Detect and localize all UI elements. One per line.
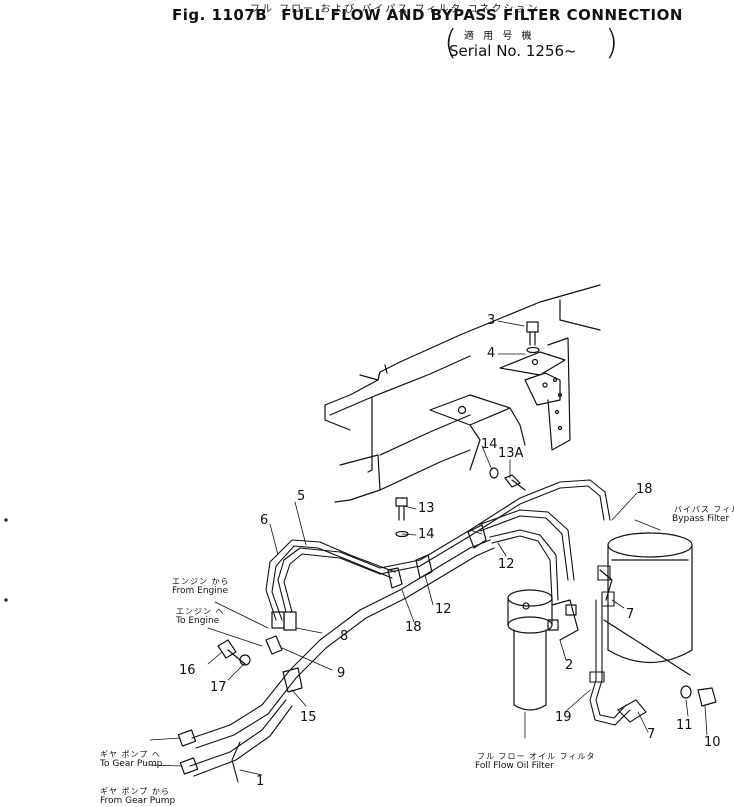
caption-to-engine-jp: エンジン へ — [176, 607, 225, 616]
callout-18-upper: 18 — [636, 482, 653, 497]
caption-from-engine-jp: エンジン から — [172, 577, 230, 586]
header-cut-text: フル フロー および バイパス フィルタ コネクション — [250, 4, 540, 15]
clamp-15 — [282, 667, 303, 693]
callout-9: 9 — [337, 666, 346, 681]
caption-from-gear-pump-jp: ギヤ ポンプ から — [100, 787, 170, 796]
caption-from-gear-pump: From Gear Pump — [100, 796, 176, 806]
callout-12-left: 12 — [435, 602, 452, 617]
callout-11: 11 — [676, 718, 693, 733]
margin-dot — [4, 598, 8, 602]
bypass-line-19 — [589, 565, 647, 726]
caption-to-gear-pump: To Gear Pump — [100, 759, 163, 769]
clamp-12 — [387, 524, 487, 589]
gear-pump-fittings — [177, 729, 199, 775]
callout-7-lower: 7 — [647, 727, 656, 742]
callout-7-upper: 7 — [626, 607, 635, 622]
caption-to-engine: To Engine — [176, 616, 220, 626]
callout-6: 6 — [260, 513, 269, 528]
caption-from-engine: From Engine — [172, 586, 229, 596]
bolt-10 — [680, 685, 717, 707]
serial-paren-left: ( — [444, 23, 458, 63]
caption-bypass-filter: Bypass Filter — [672, 514, 730, 524]
serial-paren-right: ) — [605, 23, 619, 63]
serial-japanese: 適 用 号 機 — [464, 31, 535, 42]
bypass-filter — [599, 532, 693, 676]
caption-full-flow-filter-jp: フル フロー オイル フィルタ — [477, 752, 596, 761]
caption-bypass-filter-jp: バイパス フィルタ — [674, 505, 734, 514]
callout-13a: 13A — [498, 446, 524, 461]
callout-17: 17 — [210, 680, 227, 695]
callout-8: 8 — [340, 629, 349, 644]
engine-fittings — [265, 611, 297, 655]
leader-lines — [149, 320, 708, 776]
full-flow-oil-filter — [507, 589, 579, 711]
caption-to-gear-pump-jp: ギヤ ポンプ へ — [100, 750, 161, 759]
mounting-bracket — [429, 337, 571, 471]
callout-14-lower: 14 — [418, 527, 435, 542]
callout-14-upper: 14 — [481, 437, 498, 452]
callout-16: 16 — [179, 663, 196, 678]
callout-13: 13 — [418, 501, 435, 516]
serial-number: Serial No. 1256~ — [449, 42, 577, 60]
figure-number: Fig. 1107B — [172, 6, 268, 24]
callout-15: 15 — [300, 710, 317, 725]
callout-10: 10 — [704, 735, 721, 750]
callout-18-lower: 18 — [405, 620, 422, 635]
callout-4: 4 — [487, 346, 496, 361]
figure-title: Fig. 1107B FULL FLOW AND BYPASS FILTER CO… — [172, 6, 683, 24]
bolt-3 — [526, 321, 540, 354]
margin-dot — [4, 518, 8, 522]
hose-5-6 — [265, 479, 611, 621]
pipe-1 — [189, 539, 495, 783]
callout-2: 2 — [565, 658, 574, 673]
callout-12-right: 12 — [498, 557, 515, 572]
bolt-16 — [217, 639, 251, 666]
caption-full-flow-filter: Foll Flow Oil Filter — [475, 761, 554, 771]
bolt-13a — [489, 467, 526, 491]
callout-1: 1 — [256, 774, 265, 789]
callout-3: 3 — [487, 313, 496, 328]
figure-title-text: FULL FLOW AND BYPASS FILTER CONNECTION — [281, 6, 683, 24]
bolt-13 — [395, 497, 409, 538]
chassis-frame — [324, 284, 601, 503]
callout-5: 5 — [297, 489, 306, 504]
callout-19: 19 — [555, 710, 572, 725]
